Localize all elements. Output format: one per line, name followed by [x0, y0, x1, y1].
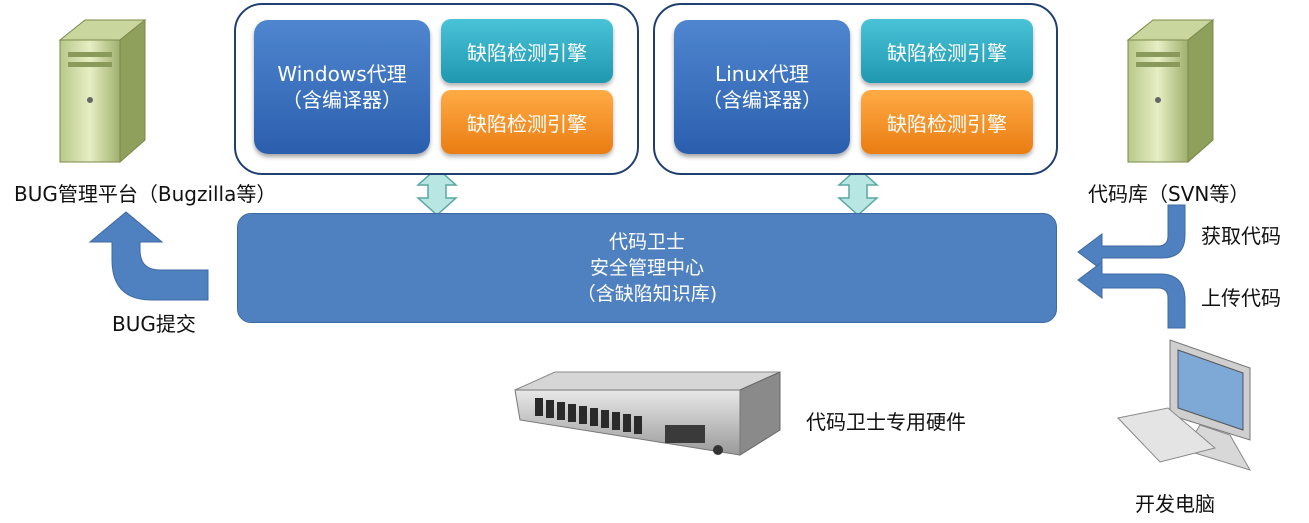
center-subtitle: 安全管理中心 — [589, 257, 704, 279]
linux-double-arrow — [837, 166, 879, 217]
bug-server-icon — [58, 18, 147, 164]
bug-submit-label: BUG提交 — [112, 312, 196, 336]
upload-code-arrow — [1077, 261, 1186, 329]
linux-agent-subtitle: （含编译器） — [702, 88, 822, 112]
bug-platform-label: BUG管理平台（Bugzilla等） — [14, 182, 277, 206]
code-repo-label: 代码库（SVN等） — [1088, 182, 1250, 206]
windows-engine-teal: 缺陷检测引擎 — [441, 19, 613, 83]
windows-engine-orange: 缺陷检测引擎 — [441, 90, 613, 154]
hardware-label: 代码卫士专用硬件 — [806, 410, 966, 434]
get-code-arrow — [1077, 204, 1186, 271]
windows-agent-title: Windows代理 — [277, 62, 407, 86]
center-note: （含缺陷知识库) — [576, 283, 718, 305]
linux-agent-box: Linux代理 （含编译器） — [674, 20, 850, 154]
bug-submit-arrow — [88, 211, 209, 301]
rack-server-icon — [514, 371, 781, 456]
linux-engine-teal: 缺陷检测引擎 — [861, 19, 1033, 83]
developer-pc-icon — [1117, 339, 1252, 471]
linux-agent-title: Linux代理 — [715, 62, 809, 86]
center-title: 代码卫士 — [608, 231, 685, 253]
linux-engine-orange: 缺陷检测引擎 — [861, 90, 1033, 154]
upload-code-label: 上传代码 — [1201, 286, 1281, 310]
security-management-center: 代码卫士 安全管理中心 （含缺陷知识库) — [237, 213, 1057, 323]
code-repo-server-icon — [1126, 18, 1215, 164]
windows-agent-subtitle: （含编译器） — [282, 88, 402, 112]
get-code-label: 获取代码 — [1201, 224, 1281, 248]
dev-pc-label: 开发电脑 — [1135, 492, 1215, 516]
windows-agent-box: Windows代理 （含编译器） — [254, 20, 430, 154]
windows-double-arrow — [416, 166, 458, 217]
